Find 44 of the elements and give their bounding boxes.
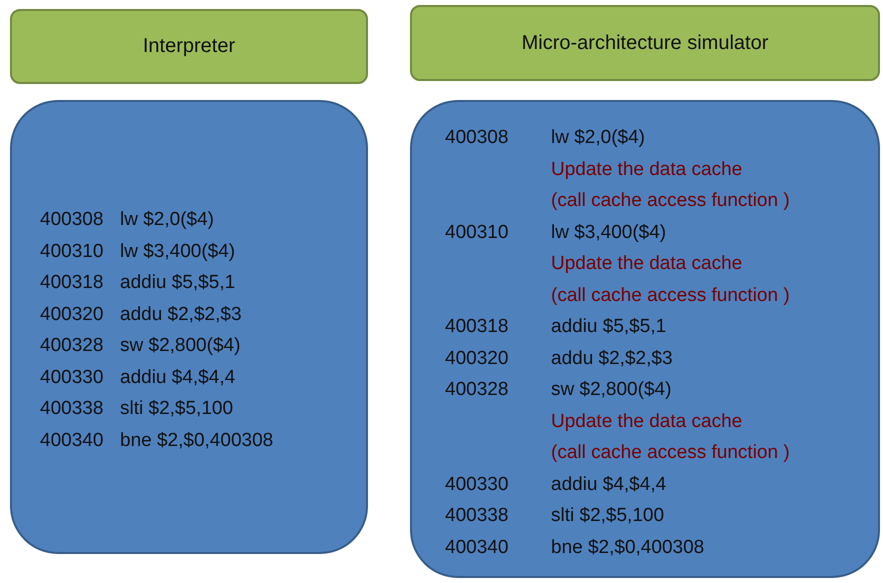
instruction: lw $2,0($4) bbox=[551, 126, 646, 150]
cache-note: (call cache access function ) bbox=[551, 284, 791, 308]
address: 400320 bbox=[40, 302, 104, 326]
instruction: slti $2,$5,100 bbox=[120, 397, 234, 421]
address: 400328 bbox=[445, 378, 510, 402]
address: 400308 bbox=[40, 208, 104, 232]
address: 400330 bbox=[445, 472, 510, 496]
instruction: addiu $4,$4,4 bbox=[551, 472, 668, 496]
instruction: bne $2,$0,400308 bbox=[120, 428, 274, 452]
instruction: lw $2,0($4) bbox=[120, 208, 215, 232]
address: 400340 bbox=[445, 536, 510, 560]
address: 400338 bbox=[40, 397, 104, 421]
address: 400330 bbox=[40, 366, 104, 390]
cache-note: Update the data cache bbox=[551, 410, 744, 434]
cache-note: Update the data cache bbox=[551, 158, 744, 182]
header-box bbox=[10, 9, 368, 84]
cache-note: Update the data cache bbox=[551, 252, 744, 276]
address: 400318 bbox=[445, 315, 510, 339]
address: 400320 bbox=[445, 346, 510, 370]
instruction: sw $2,800($4) bbox=[120, 334, 242, 358]
address: 400310 bbox=[445, 220, 510, 244]
code-panel bbox=[410, 100, 880, 578]
address: 400340 bbox=[40, 428, 104, 452]
address: 400318 bbox=[40, 271, 104, 295]
instruction: lw $3,400($4) bbox=[551, 220, 668, 244]
address: 400310 bbox=[40, 240, 104, 264]
instruction: sw $2,800($4) bbox=[551, 378, 672, 402]
instruction: bne $2,$0,400308 bbox=[551, 536, 706, 560]
instruction: addiu $5,$5,1 bbox=[120, 271, 236, 295]
instruction: slti $2,$5,100 bbox=[551, 504, 666, 528]
instruction: addu $2,$2,$3 bbox=[120, 302, 243, 326]
address: 400338 bbox=[445, 504, 510, 528]
cache-note: (call cache access function ) bbox=[551, 441, 791, 465]
instruction: addu $2,$2,$3 bbox=[551, 346, 674, 370]
panel-title: Interpreter bbox=[142, 35, 236, 58]
cache-note: (call cache access function ) bbox=[551, 189, 791, 213]
address: 400328 bbox=[40, 334, 104, 358]
address: 400308 bbox=[445, 126, 510, 150]
instruction: addiu $5,$5,1 bbox=[551, 315, 668, 339]
header-box bbox=[410, 5, 880, 81]
code-panel bbox=[10, 100, 368, 554]
panel-title: Micro-architecture simulator bbox=[522, 32, 768, 54]
instruction: lw $3,400($4) bbox=[120, 240, 236, 264]
instruction: addiu $4,$4,4 bbox=[120, 366, 236, 390]
